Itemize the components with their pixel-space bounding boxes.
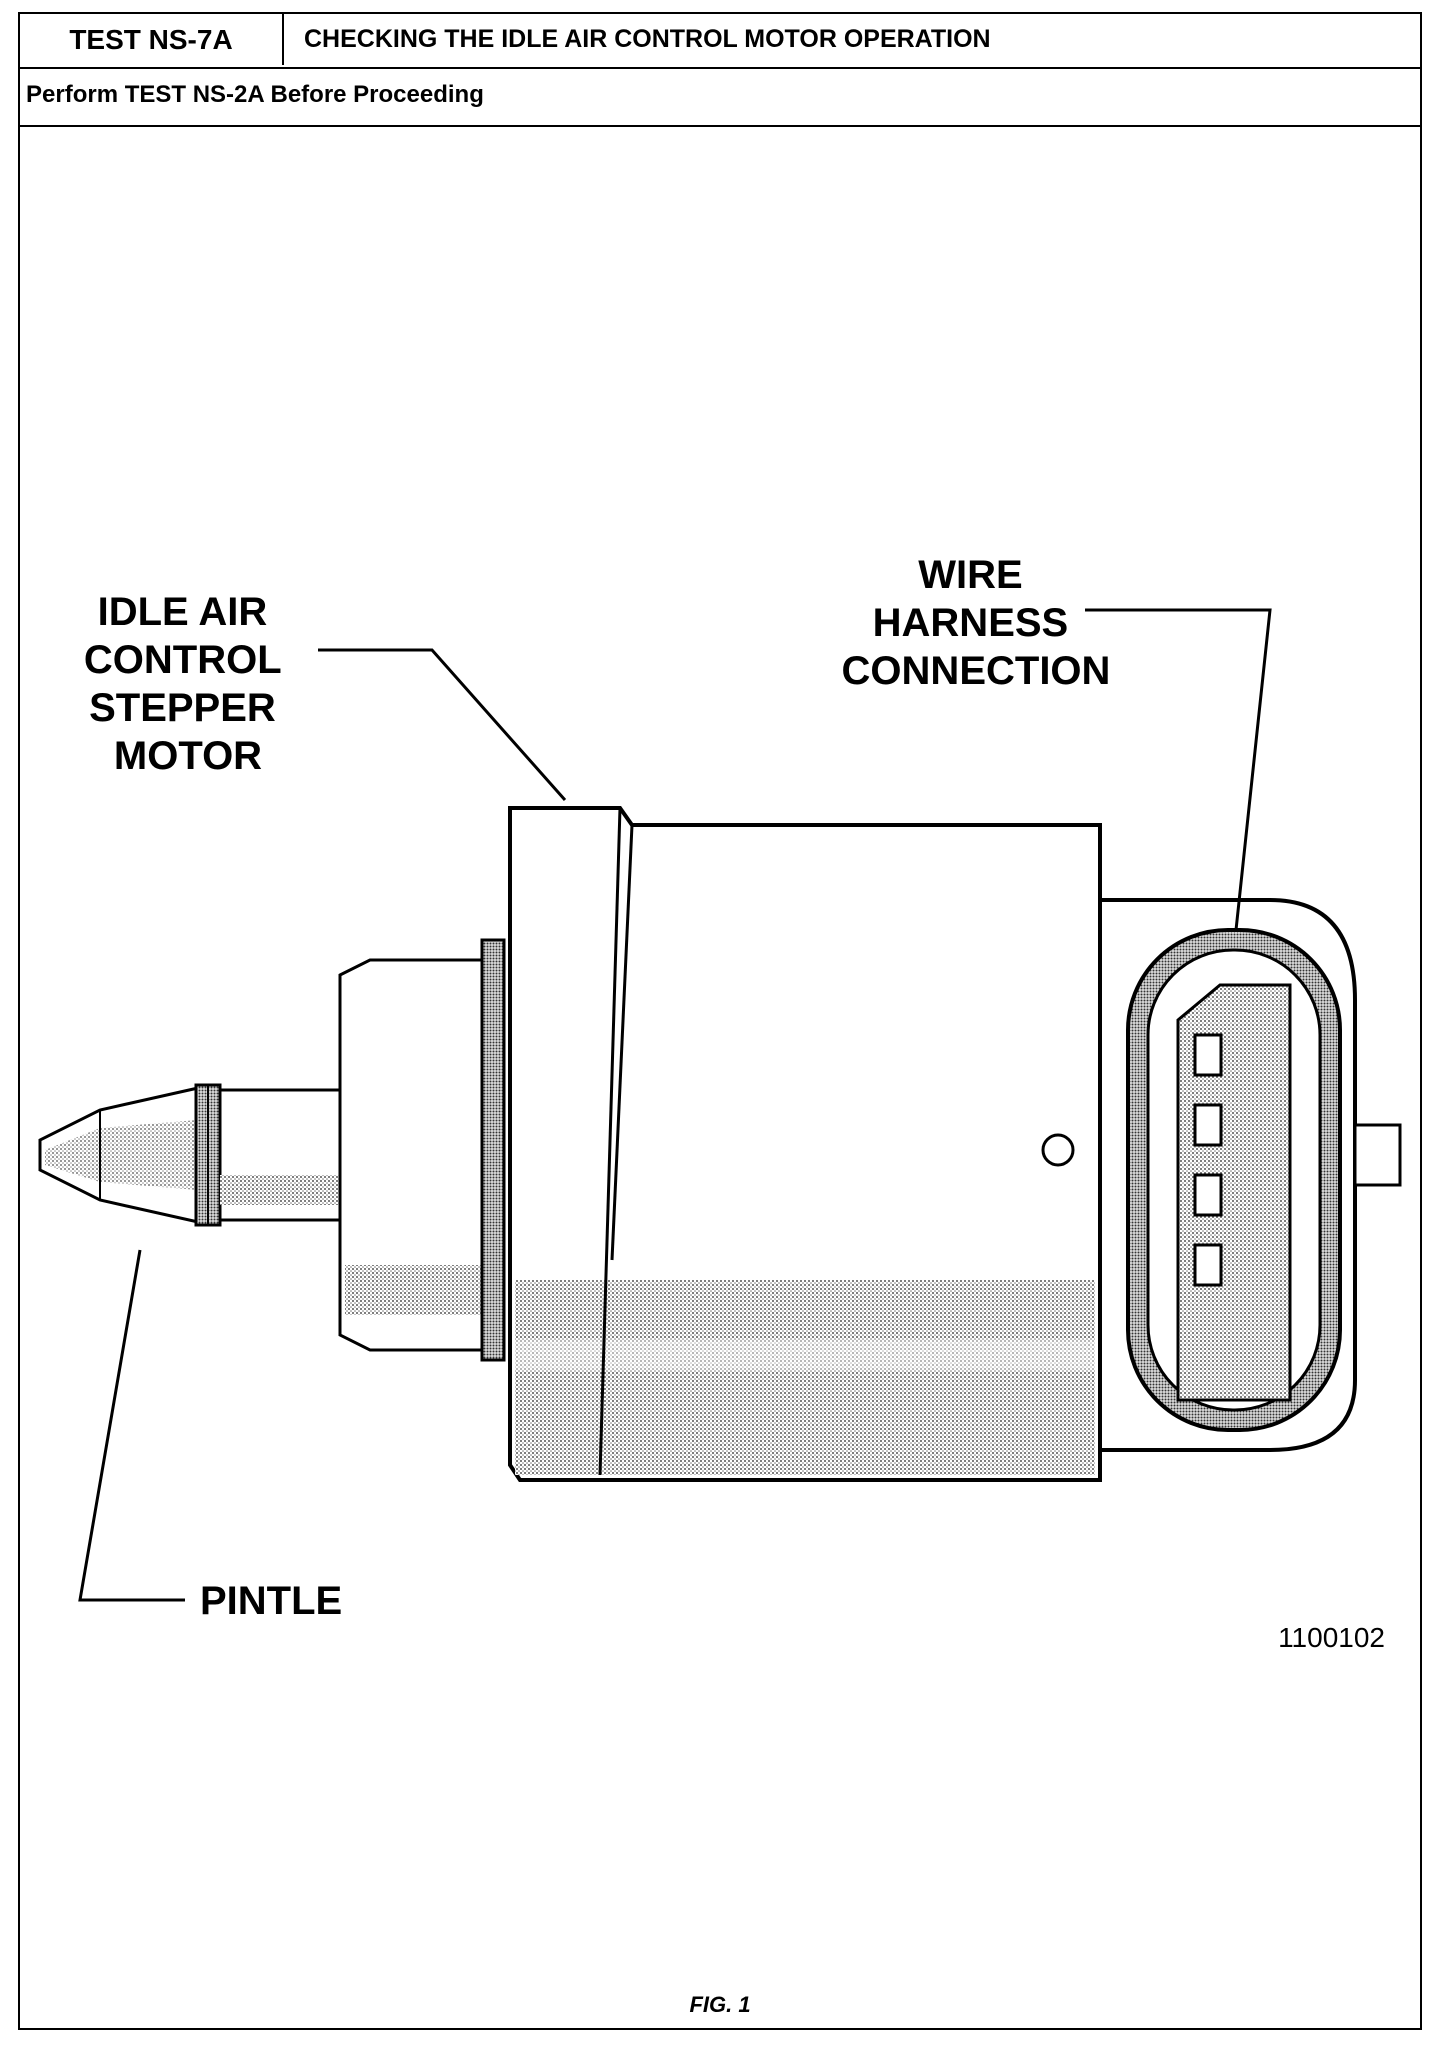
- harness-label-line-1: WIRE: [918, 553, 1022, 597]
- motor-label-line-4: MOTOR: [114, 734, 262, 778]
- pintle-tip: [38, 1086, 200, 1224]
- pintle-shaft: [218, 1088, 342, 1222]
- motor-label-line-1: IDLE AIR: [98, 590, 268, 634]
- harness-label-line-3: CONNECTION: [842, 649, 1111, 693]
- page-frame: TEST NS-7A CHECKING THE IDLE AIR CONTROL…: [18, 12, 1422, 2030]
- motor-label-line-3: STEPPER: [89, 686, 276, 730]
- wire-harness-connector: [1098, 898, 1402, 1452]
- test-id: TEST NS-7A: [20, 14, 284, 65]
- pintle-o-ring: [194, 1083, 222, 1227]
- test-title: CHECKING THE IDLE AIR CONTROL MOTOR OPER…: [304, 25, 991, 53]
- motor-collar: [338, 938, 506, 1362]
- pintle-label: PINTLE: [200, 1579, 342, 1623]
- prerequisite-text: Perform TEST NS-2A Before Proceeding: [26, 81, 484, 108]
- motor-label-line-2: CONTROL: [84, 638, 281, 682]
- motor-body: [508, 806, 1102, 1482]
- prerequisite-row: Perform TEST NS-2A Before Proceeding: [20, 67, 1420, 127]
- harness-label-line-2: HARNESS: [873, 601, 1069, 645]
- harness-leader-line: [1085, 608, 1272, 931]
- test-header: TEST NS-7A CHECKING THE IDLE AIR CONTROL…: [20, 14, 1420, 69]
- figure-caption: FIG. 1: [689, 1992, 751, 2017]
- harness-label: WIRE HARNESS CONNECTION: [842, 553, 1111, 693]
- motor-leader-line: [318, 648, 567, 801]
- figure-number: 1100102: [1278, 1622, 1385, 1653]
- pintle-leader-line: [78, 1249, 185, 1602]
- motor-label: IDLE AIR CONTROL STEPPER MOTOR: [84, 590, 292, 778]
